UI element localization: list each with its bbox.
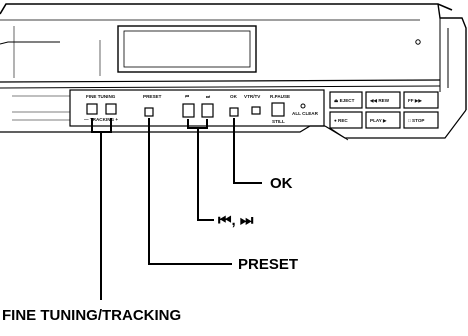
control-panel [12, 89, 325, 127]
skip-next-panel-label: ⏭ [206, 94, 211, 99]
fine-tuning-panel-label: FINE TUNING [86, 94, 116, 99]
rew-button[interactable] [365, 91, 401, 109]
skip-callout: ⏮, ⏭ [218, 212, 254, 229]
fine-tuning-minus-button[interactable] [86, 103, 98, 115]
power-indicator [415, 39, 421, 45]
rpause-still-button[interactable] [271, 102, 285, 117]
transport-group: ⏏ EJECT ◀◀ REW FF ▶▶ ● REC PLAY ▶ □ STOP [329, 91, 439, 129]
ok-panel-label: OK [230, 94, 238, 99]
ok-group: OK [229, 94, 239, 117]
callout-labels: OK ⏮, ⏭ PRESET FINE TUNING/TRACKING [2, 175, 298, 324]
skip-next-button[interactable] [201, 103, 214, 118]
play-button[interactable] [365, 111, 401, 129]
preset-callout: PRESET [238, 256, 298, 273]
fine-tuning-tracking-callout: FINE TUNING/TRACKING [2, 307, 181, 324]
eject-button[interactable] [329, 91, 363, 109]
ok-button[interactable] [229, 107, 239, 117]
rpause-panel-label: R.PAUSE [270, 94, 290, 99]
fine-tuning-group: FINE TUNING — TRACKING + [84, 94, 118, 122]
preset-group: PRESET [143, 94, 162, 117]
fine-tuning-plus-button[interactable] [105, 103, 117, 115]
ff-panel-label: FF ▶▶ [408, 98, 423, 103]
rec-panel-label: ● REC [334, 118, 348, 123]
skip-prev-button[interactable] [182, 103, 195, 118]
still-panel-label: STILL [272, 119, 285, 124]
ff-button[interactable] [403, 91, 439, 109]
rec-button[interactable] [329, 111, 363, 129]
rpause-group: R.PAUSE STILL [270, 94, 290, 124]
rew-panel-label: ◀◀ REW [369, 98, 390, 103]
stop-panel-label: □ STOP [408, 118, 424, 123]
all-clear-button[interactable] [300, 103, 306, 109]
ok-leader-line [233, 118, 262, 184]
all-clear-panel-label: ALL CLEAR [292, 111, 319, 116]
skip-group: ⏮ ⏭ [182, 94, 214, 118]
skip-prev-panel-label: ⏮ [185, 94, 190, 99]
ok-callout: OK [270, 175, 293, 192]
preset-leader-line [148, 118, 232, 265]
fine-tuning-leader-line [91, 118, 112, 300]
skip-leader-line [187, 119, 214, 221]
play-panel-label: PLAY ▶ [370, 118, 388, 123]
tracking-panel-label: — TRACKING + [84, 117, 118, 122]
preset-panel-label: PRESET [143, 94, 162, 99]
cassette-door [13, 25, 257, 78]
vtr-tv-panel-label: VTR/TV [244, 94, 261, 99]
all-clear-group: ALL CLEAR [292, 103, 319, 116]
eject-panel-label: ⏏ EJECT [334, 98, 355, 103]
vtr-tv-button[interactable] [251, 106, 261, 115]
vtr-tv-group: VTR/TV [244, 94, 261, 115]
stop-button[interactable] [403, 111, 439, 129]
leader-lines [91, 118, 262, 300]
preset-button[interactable] [144, 107, 154, 117]
